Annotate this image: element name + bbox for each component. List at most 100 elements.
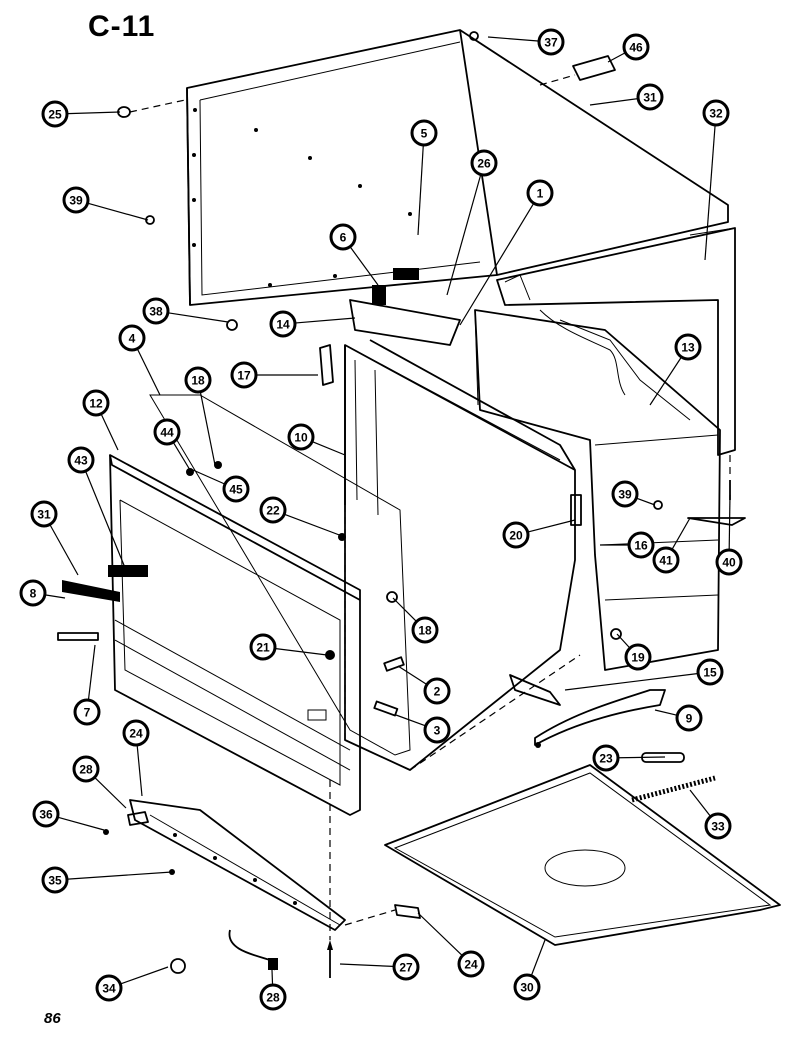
hinge-arm (534, 689, 666, 748)
callout-label: 27 (399, 961, 413, 975)
callout-circle (652, 546, 680, 574)
callout-label: 5 (421, 127, 428, 141)
callout-label: 14 (276, 318, 290, 332)
leader-line (168, 312, 229, 323)
leader-line (67, 871, 173, 880)
callout-28: 28 (72, 755, 127, 809)
leader-line (87, 644, 96, 700)
leader-line (704, 125, 716, 261)
callout-38: 38 (142, 297, 229, 325)
callout-41: 41 (652, 517, 691, 574)
callout-label: 26 (477, 157, 491, 171)
callout-36: 36 (32, 800, 105, 831)
callout-31: 31 (589, 83, 664, 111)
callout-label: 38 (149, 305, 163, 319)
callout-label: 10 (294, 431, 308, 445)
callout-label: 9 (686, 712, 693, 726)
callout-label: 15 (703, 666, 717, 680)
callout-43: 43 (67, 446, 129, 576)
callout-circle (675, 704, 703, 732)
callout-circle (62, 186, 90, 214)
callout-circle (72, 755, 100, 783)
leader-line (589, 98, 638, 106)
callout-label: 30 (520, 981, 534, 995)
leader-line (339, 963, 394, 968)
callout-circle (627, 531, 655, 559)
callout-17: 17 (230, 361, 318, 389)
callout-circle (715, 548, 743, 576)
leader-line (564, 673, 698, 691)
callout-label: 18 (191, 374, 205, 388)
callout-circle (329, 223, 357, 251)
callout-label: 1 (537, 187, 544, 201)
callout-circle (222, 475, 250, 503)
leader-line (689, 789, 711, 817)
callout-5: 5 (410, 119, 438, 236)
leader-line (49, 525, 79, 576)
callout-24: 24 (417, 912, 485, 978)
callout-label: 31 (37, 508, 51, 522)
leader-line (397, 665, 427, 685)
callout-circle (702, 99, 730, 127)
callout-label: 46 (629, 41, 643, 55)
callout-circle (122, 719, 150, 747)
callout-circle (95, 974, 123, 1002)
small-hardware (57, 31, 746, 978)
callout-label: 7 (84, 706, 91, 720)
callout-label: 8 (30, 587, 37, 601)
callout-3: 3 (395, 714, 451, 744)
callout-31: 31 (30, 500, 79, 576)
callout-circle (259, 496, 287, 524)
callout-label: 41 (659, 554, 673, 568)
callout-label: 23 (599, 752, 613, 766)
callout-label: 43 (74, 454, 88, 468)
callout-8: 8 (19, 579, 66, 607)
callout-label: 19 (631, 651, 645, 665)
leader-line (607, 52, 625, 63)
leader-line (85, 471, 129, 576)
callout-circle (622, 33, 650, 61)
callout-circle (423, 716, 451, 744)
leader-line (100, 414, 119, 451)
drip-tray (384, 764, 781, 946)
callout-label: 33 (711, 820, 725, 834)
callout-circle (537, 28, 565, 56)
back-panel (496, 227, 736, 456)
callout-circle (704, 812, 732, 840)
callout-label: 4 (129, 332, 136, 346)
callout-label: 17 (237, 369, 251, 383)
callout-circle (502, 521, 530, 549)
callout-16: 16 (600, 531, 655, 559)
leader-line (45, 594, 66, 599)
callout-label: 39 (69, 194, 83, 208)
callout-label: 35 (48, 874, 62, 888)
callout-6: 6 (329, 223, 379, 286)
callout-9: 9 (654, 704, 703, 732)
callout-label: 3 (434, 724, 441, 738)
callout-circle (184, 366, 212, 394)
callout-2: 2 (397, 665, 451, 705)
callout-circle (19, 579, 47, 607)
callout-label: 20 (509, 529, 523, 543)
hinge-rail (129, 799, 346, 931)
leader-line (58, 816, 105, 831)
callout-circle (513, 973, 541, 1001)
callout-44: 44 (153, 418, 191, 471)
leader-line (192, 469, 225, 485)
callout-label: 45 (229, 483, 243, 497)
callout-circle (142, 297, 170, 325)
callout-32: 32 (702, 99, 730, 261)
callout-circle (269, 310, 297, 338)
leader-line (487, 36, 539, 42)
door-spring (631, 775, 716, 803)
oven-cavity-frame (344, 339, 576, 771)
callout-circle (32, 800, 60, 828)
outer-cabinet-shell (186, 29, 729, 306)
callout-circle (230, 361, 258, 389)
callout-19: 19 (616, 633, 652, 671)
callout-34: 34 (95, 966, 169, 1002)
callout-21: 21 (249, 633, 328, 661)
callout-label: 28 (266, 991, 280, 1005)
